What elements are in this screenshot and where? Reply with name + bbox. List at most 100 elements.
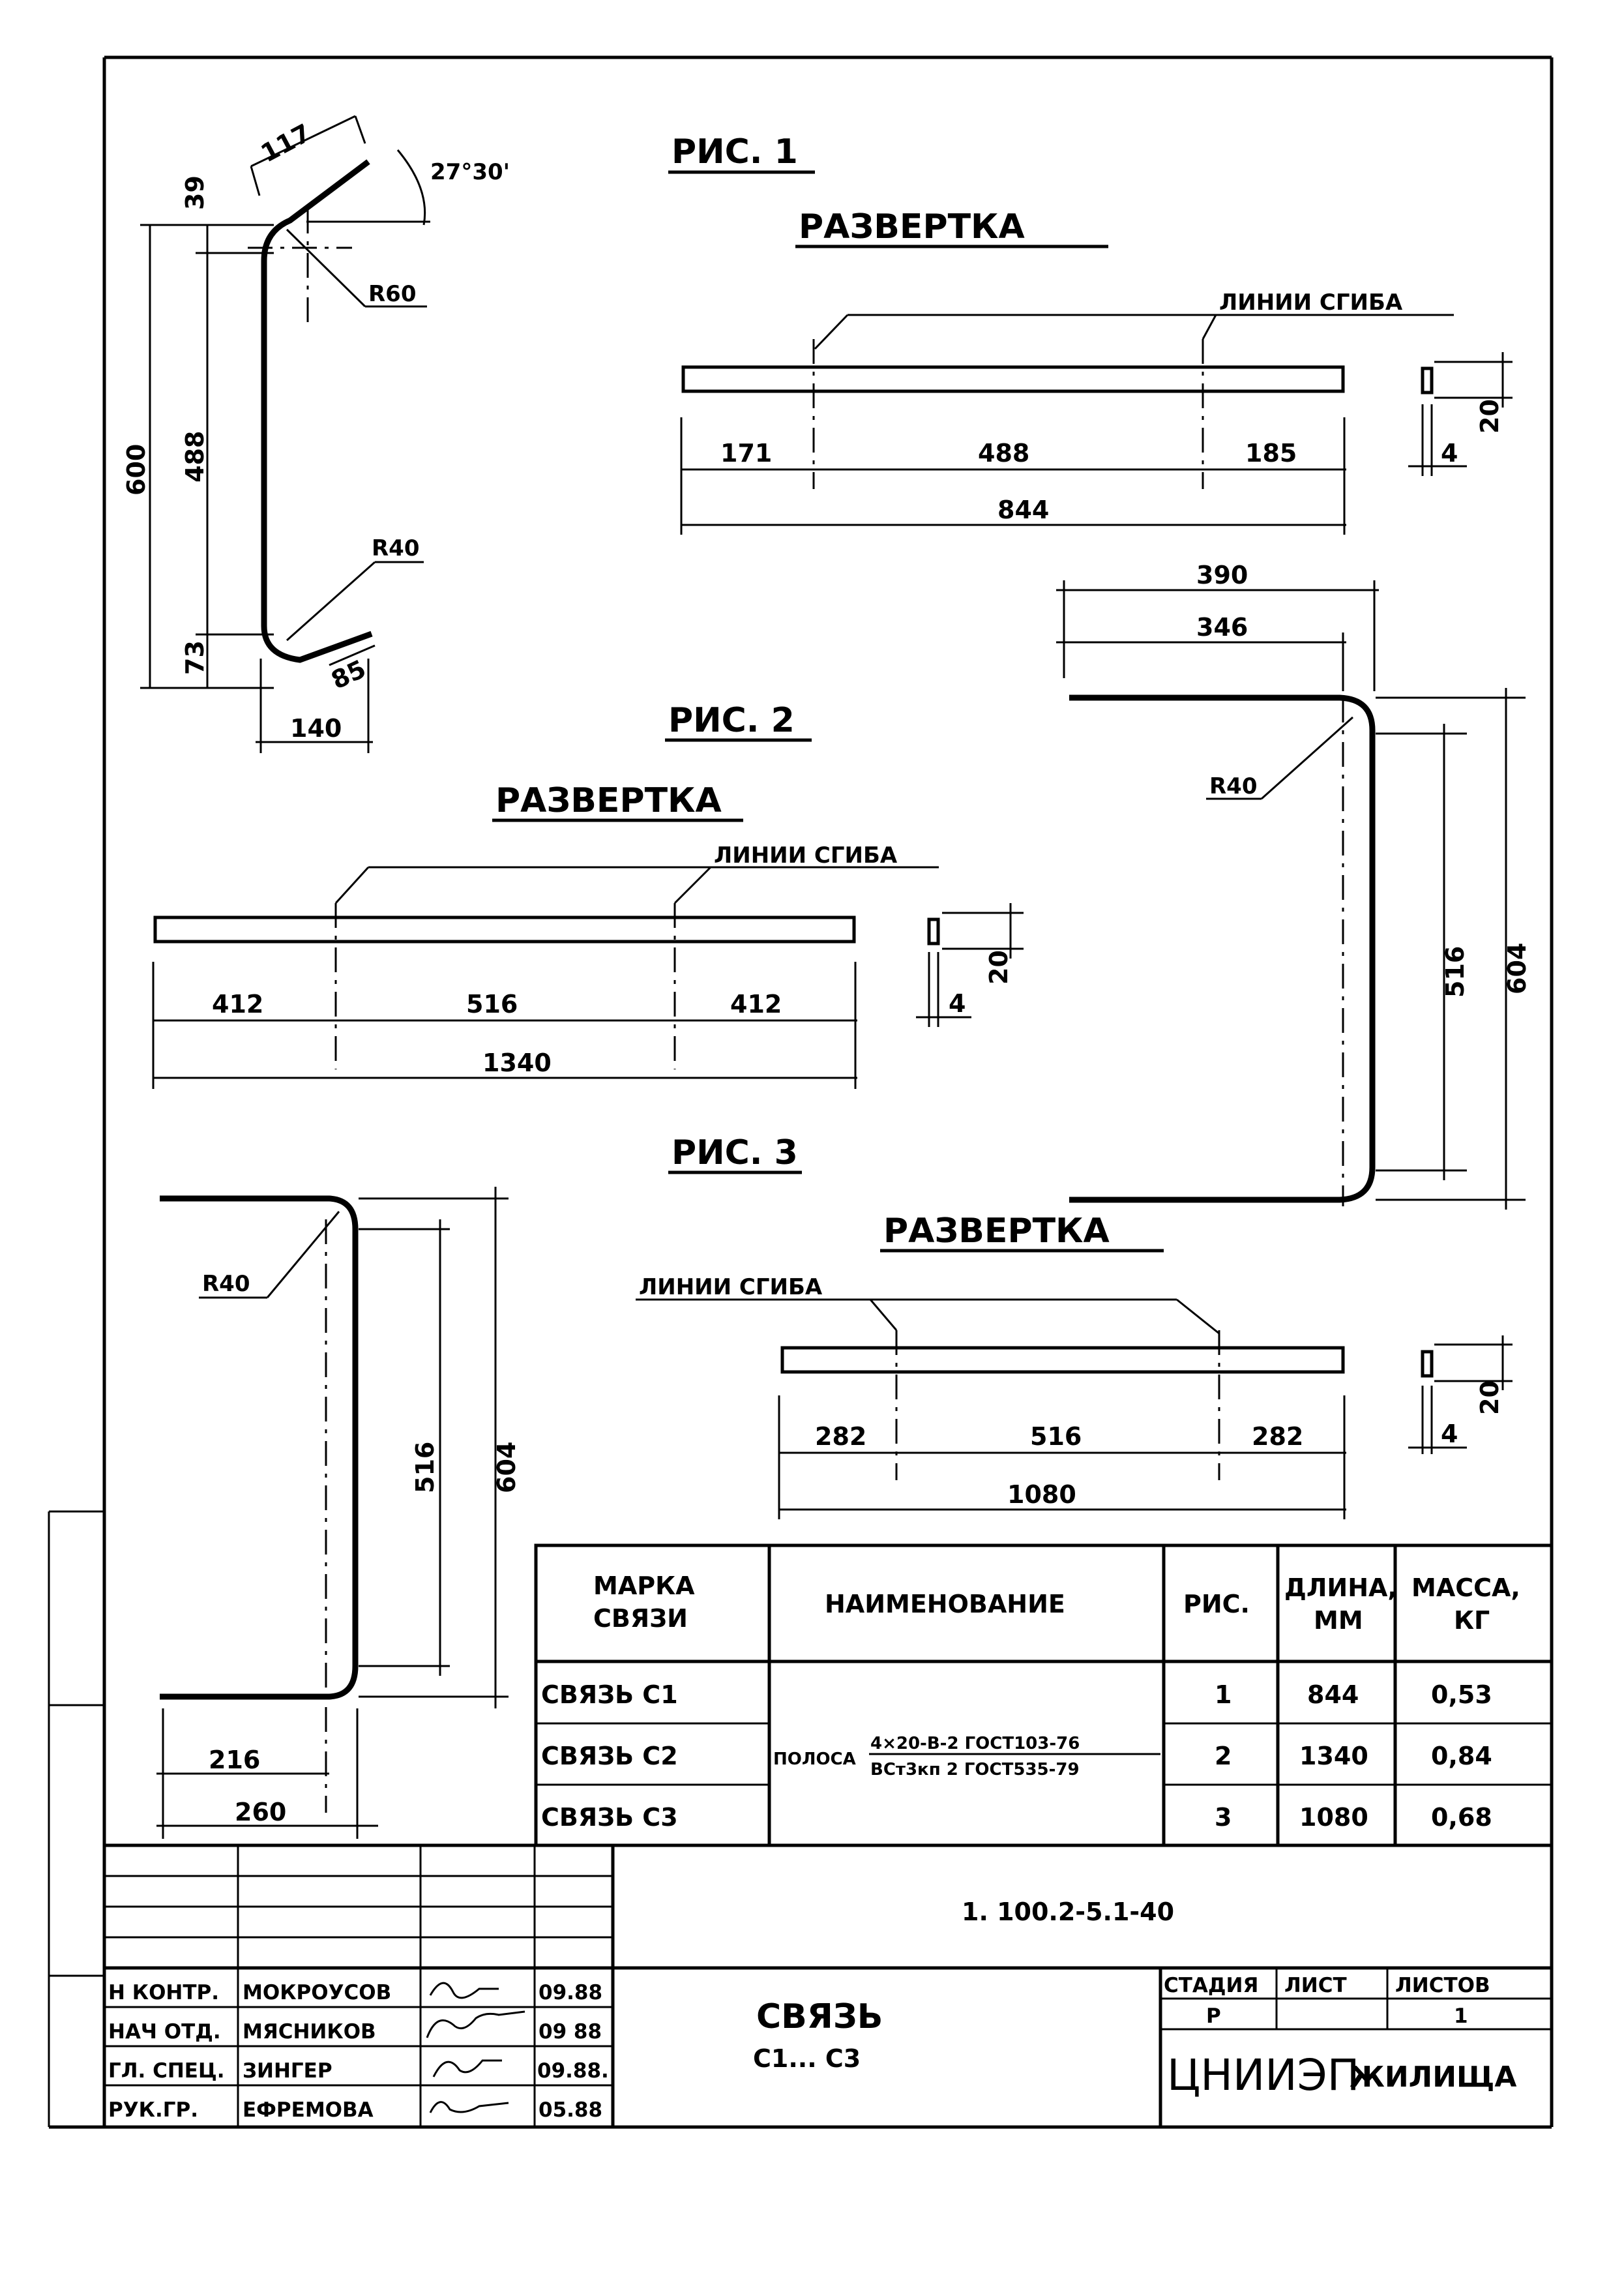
unfold2-c: 412 bbox=[730, 990, 782, 1019]
sig3-name: ЗИНГЕР bbox=[243, 2059, 332, 2083]
sig3-role: ГЛ. СПЕЦ. bbox=[108, 2059, 224, 2083]
sheets-value: 1 bbox=[1454, 2004, 1468, 2028]
dim-140: 140 bbox=[290, 714, 342, 743]
sig1-role: Н КОНТР. bbox=[108, 1981, 219, 2004]
document-title-2: С1... С3 bbox=[753, 2044, 861, 2073]
figure-2-bend-lines: ЛИНИИ СГИБА bbox=[714, 842, 898, 869]
unfold3-b: 516 bbox=[1030, 1422, 1082, 1451]
header-mark-1: МАРКА bbox=[593, 1571, 695, 1600]
row3-length: 1080 bbox=[1299, 1803, 1368, 1832]
unfold1-a: 171 bbox=[720, 439, 772, 468]
header-mass-2: КГ bbox=[1454, 1606, 1490, 1635]
dim-73: 73 bbox=[181, 640, 209, 675]
figure-1-bent-shape: РИС. 1 117 27°30' R60 39 600 488 73 R4 bbox=[122, 115, 815, 753]
sig4-signature bbox=[429, 2101, 509, 2113]
dim-390: 390 bbox=[1196, 561, 1248, 589]
unfold3-a: 282 bbox=[815, 1422, 866, 1451]
unfold2-total: 1340 bbox=[482, 1049, 552, 1077]
unfold1-t: 4 bbox=[1441, 439, 1458, 468]
sig3-signature bbox=[432, 2059, 502, 2077]
figure-2-bent-shape: РИС. 2 390 346 R40 516 604 bbox=[665, 561, 1531, 1210]
unfold1-c: 185 bbox=[1245, 439, 1297, 468]
figure-1-bend-lines: ЛИНИИ СГИБА bbox=[1219, 290, 1403, 316]
document-title-1: СВЯЗЬ bbox=[756, 1997, 883, 2036]
row2-length: 1340 bbox=[1299, 1742, 1368, 1770]
material-top: 4×20-В-2 ГОСТ103-76 bbox=[870, 1734, 1080, 1753]
sheet-frame bbox=[48, 55, 1554, 2129]
row2-mass: 0,84 bbox=[1431, 1742, 1492, 1770]
unfold2-a: 412 bbox=[212, 990, 263, 1019]
row1-fig: 1 bbox=[1215, 1680, 1232, 1709]
unfold1-total: 844 bbox=[997, 496, 1049, 524]
sig1-signature bbox=[429, 1982, 499, 1999]
dim-39: 39 bbox=[181, 175, 209, 210]
header-fig: РИС. bbox=[1183, 1590, 1250, 1618]
dim-604-fig3: 604 bbox=[492, 1442, 521, 1493]
dim-r40-fig2: R40 bbox=[1209, 773, 1258, 799]
unfold3-w: 20 bbox=[1475, 1380, 1504, 1415]
sheets-label: ЛИСТОВ bbox=[1395, 1974, 1490, 1997]
header-name: НАИМЕНОВАНИЕ bbox=[825, 1590, 1065, 1618]
figure-1-unfold-title: РАЗВЕРТКА bbox=[799, 207, 1025, 246]
organization-2: ЖИЛИЩА bbox=[1350, 2061, 1516, 2094]
sheet-label: ЛИСТ bbox=[1284, 1974, 1347, 1997]
document-code: 1. 100.2-5.1-40 bbox=[962, 1898, 1174, 1926]
figure-3-unfold: РАЗВЕРТКА ЛИНИИ СГИБА 282 516 282 1080 2… bbox=[636, 1212, 1513, 1519]
organization-1: ЦНИИЭП bbox=[1167, 2050, 1359, 2100]
material-prefix: ПОЛОСА bbox=[773, 1749, 856, 1769]
dim-r40-fig1: R40 bbox=[372, 535, 420, 561]
row1-mass: 0,53 bbox=[1431, 1680, 1492, 1709]
sig4-role: РУК.ГР. bbox=[108, 2098, 198, 2122]
stage-label: СТАДИЯ bbox=[1164, 1974, 1258, 1997]
dim-516-fig2: 516 bbox=[1441, 946, 1469, 998]
unfold2-w: 20 bbox=[984, 950, 1013, 985]
sig2-date: 09 88 bbox=[539, 2020, 602, 2044]
row3-fig: 3 bbox=[1215, 1803, 1232, 1832]
header-length-1: ДЛИНА, bbox=[1284, 1573, 1397, 1602]
unfold3-total: 1080 bbox=[1007, 1480, 1076, 1509]
dim-216: 216 bbox=[209, 1746, 260, 1774]
dim-488: 488 bbox=[181, 431, 209, 483]
dim-117: 117 bbox=[256, 118, 316, 168]
dim-r40-fig3: R40 bbox=[202, 1271, 250, 1297]
dim-600: 600 bbox=[122, 444, 151, 496]
row3-mass: 0,68 bbox=[1431, 1803, 1492, 1832]
sig3-date: 09.88. bbox=[537, 2059, 609, 2083]
dim-angle: 27°30' bbox=[430, 159, 510, 185]
figure-3-title: РИС. 3 bbox=[672, 1133, 798, 1172]
figure-1-unfold: РАЗВЕРТКА ЛИНИИ СГИБА 171 488 185 844 20… bbox=[680, 207, 1513, 535]
figure-2-unfold-title: РАЗВЕРТКА bbox=[495, 781, 722, 820]
figure-2-unfold: РАЗВЕРТКА ЛИНИИ СГИБА 412 516 412 1340 2… bbox=[152, 781, 1024, 1089]
unfold3-c: 282 bbox=[1252, 1422, 1303, 1451]
header-mark-2: СВЯЗИ bbox=[593, 1604, 688, 1633]
sig4-date: 05.88 bbox=[539, 2098, 602, 2122]
row2-fig: 2 bbox=[1215, 1742, 1232, 1770]
title-block: 1. 100.2-5.1-40 СВЯЗЬ С1... С3 СТАДИЯ ЛИ… bbox=[104, 1843, 1552, 2127]
figure-3-bent-shape: РИС. 3 R40 516 604 216 260 bbox=[156, 1133, 802, 1839]
row1-mark: СВЯЗЬ С1 bbox=[541, 1680, 678, 1709]
dim-260: 260 bbox=[235, 1798, 286, 1826]
sig2-role: НАЧ ОТД. bbox=[108, 2020, 221, 2044]
dim-604-fig2: 604 bbox=[1503, 943, 1531, 994]
figure-3-bend-lines: ЛИНИИ СГИБА bbox=[639, 1274, 823, 1300]
unfold2-b: 516 bbox=[466, 990, 518, 1019]
dim-r60: R60 bbox=[368, 281, 417, 307]
unfold3-t: 4 bbox=[1441, 1420, 1458, 1448]
sig1-date: 09.88 bbox=[539, 1981, 602, 2004]
dim-516-fig3: 516 bbox=[411, 1442, 439, 1493]
material-bottom: ВСт3кп 2 ГОСТ535-79 bbox=[870, 1760, 1080, 1779]
figure-2-title: РИС. 2 bbox=[668, 701, 795, 740]
sig2-signature bbox=[426, 2010, 525, 2038]
dim-85: 85 bbox=[327, 654, 370, 694]
sig2-name: МЯСНИКОВ bbox=[243, 2020, 376, 2044]
unfold1-w: 20 bbox=[1475, 399, 1504, 434]
dim-346: 346 bbox=[1196, 613, 1248, 642]
unfold2-t: 4 bbox=[949, 989, 966, 1018]
unfold1-b: 488 bbox=[978, 439, 1029, 468]
row2-mark: СВЯЗЬ С2 bbox=[541, 1742, 678, 1770]
figure-1-title: РИС. 1 bbox=[672, 132, 798, 171]
sig4-name: ЕФРЕМОВА bbox=[243, 2098, 374, 2122]
row3-mark: СВЯЗЬ С3 bbox=[541, 1803, 678, 1832]
spec-table: МАРКА СВЯЗИ НАИМЕНОВАНИЕ РИС. ДЛИНА, ММ … bbox=[534, 1543, 1554, 1847]
